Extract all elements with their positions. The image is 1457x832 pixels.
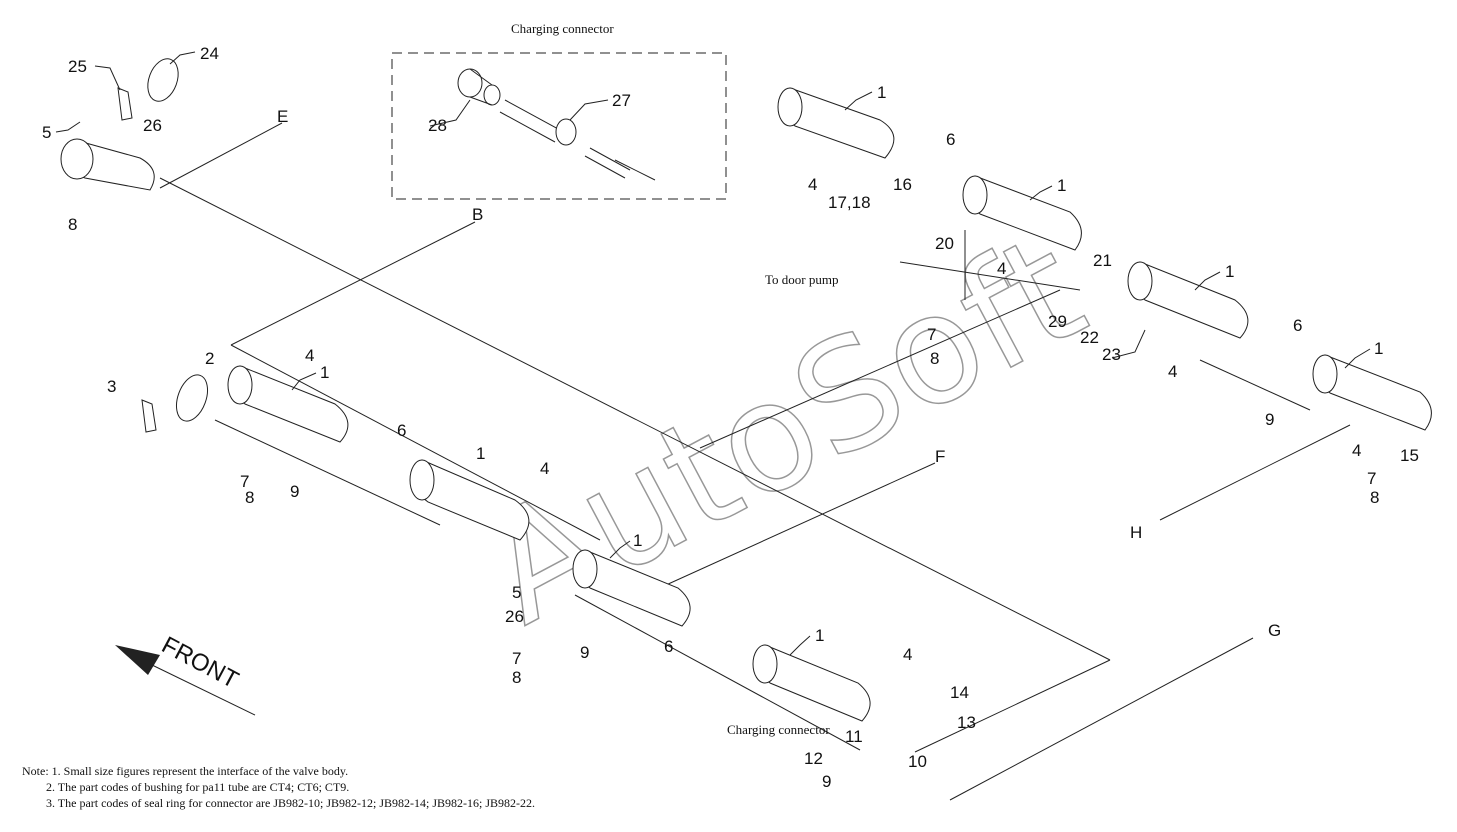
callout-9: 9 [580, 643, 589, 662]
callout-7: 7 [927, 325, 936, 344]
note-line-1: Note: 1. Small size figures represent th… [22, 764, 349, 778]
callout-7: 7 [240, 472, 249, 491]
callout-9: 9 [822, 772, 831, 791]
callout-13: 13 [957, 713, 976, 732]
clamp-23 [147, 58, 179, 102]
callout-3: 3 [107, 377, 116, 396]
callout-2: 2 [205, 349, 214, 368]
callout-9: 9 [1265, 410, 1274, 429]
callout-1: 1 [633, 531, 642, 550]
callout-1: 1 [1374, 339, 1383, 358]
callout-4: 4 [903, 645, 912, 664]
watermark: AutoSoft [459, 202, 1110, 658]
air-tank-1a [777, 87, 895, 159]
air-tank-1c [1127, 261, 1249, 339]
callout-7: 7 [1367, 469, 1376, 488]
air-tank-1e [227, 365, 349, 443]
leader-lines [55, 51, 1371, 656]
callout-24: 25 [68, 57, 87, 76]
front-arrow-icon [115, 645, 256, 716]
callout-28: 29 [1048, 312, 1067, 331]
callout-14: 14 [950, 683, 969, 702]
callout-11: 11 [845, 727, 863, 746]
callout-4: 4 [997, 259, 1006, 278]
front-label: FRONT [157, 631, 243, 694]
callout-6: 6 [397, 421, 406, 440]
callout-1: 1 [1057, 176, 1066, 195]
callout-12: 12 [804, 749, 823, 768]
callout-4: 4 [305, 346, 314, 365]
callout-5: 5 [512, 583, 521, 602]
callout-4: 4 [540, 459, 549, 478]
callout-27: 28 [428, 116, 447, 135]
note-line-3: 3. The part codes of seal ring for conne… [22, 796, 536, 810]
callout-1: 1 [815, 626, 824, 645]
callout-25: 26 [505, 607, 524, 626]
clamp-2 [175, 374, 209, 422]
callout-6: 6 [1293, 316, 1302, 335]
air-tank-1b [962, 175, 1082, 251]
callout-10: 10 [908, 752, 927, 771]
callout-6: 6 [664, 637, 673, 656]
charging-connector-inset [391, 52, 727, 200]
callout-4: 4 [1352, 441, 1361, 460]
bottom-charging-connector-label: Charging connector [727, 722, 830, 737]
section-h: H [1130, 523, 1142, 542]
air-tank-1g [572, 549, 691, 627]
callout-5: 5 [42, 123, 51, 142]
callout-26: 27 [612, 91, 631, 110]
section-g: G [1268, 621, 1281, 640]
pipe-lines [159, 122, 1351, 801]
air-tank-1d [1312, 354, 1432, 431]
callout-8: 8 [930, 349, 939, 368]
air-tank-1f [409, 459, 530, 541]
bracket-24 [117, 87, 133, 121]
callout-23: 24 [200, 44, 219, 63]
callout-1: 1 [1225, 262, 1234, 281]
callout-15: 15 [1400, 446, 1419, 465]
callout-8: 8 [512, 668, 521, 687]
callout-8: 8 [68, 215, 77, 234]
bracket-3 [141, 399, 157, 433]
section-e: E [277, 107, 288, 126]
charging-connector-parts [457, 68, 656, 181]
to-door-pump-label: To door pump [765, 272, 838, 287]
callout-25: 26 [143, 116, 162, 135]
callout-1: 1 [476, 444, 485, 463]
callout-6: 6 [946, 130, 955, 149]
section-f: F [935, 447, 945, 466]
callout-21: 22 [1080, 328, 1099, 347]
air-tank-29 [60, 138, 155, 191]
callout-4: 4 [808, 175, 817, 194]
callout-4: 4 [1168, 362, 1177, 381]
callout-1: 1 [320, 363, 329, 382]
callout-8: 8 [245, 488, 254, 507]
callouts: 25 24 5 26 8 28 27 1 6 4 16 1 17,18 20 4… [42, 44, 1419, 791]
callout-20: 21 [1093, 251, 1112, 270]
callout-16: 16 [893, 175, 912, 194]
callout-8: 8 [1370, 488, 1379, 507]
note-line-2: 2. The part codes of bushing for pa11 tu… [22, 780, 350, 794]
callout-22: 23 [1102, 345, 1121, 364]
callout-9: 9 [290, 482, 299, 501]
callout-17-18: 17,18 [828, 193, 871, 212]
callout-19: 20 [935, 234, 954, 253]
callout-1: 1 [877, 83, 886, 102]
section-b: B [472, 205, 483, 224]
callout-7: 7 [512, 649, 521, 668]
inset-title: Charging connector [511, 21, 614, 36]
air-tank-1h [752, 644, 871, 722]
